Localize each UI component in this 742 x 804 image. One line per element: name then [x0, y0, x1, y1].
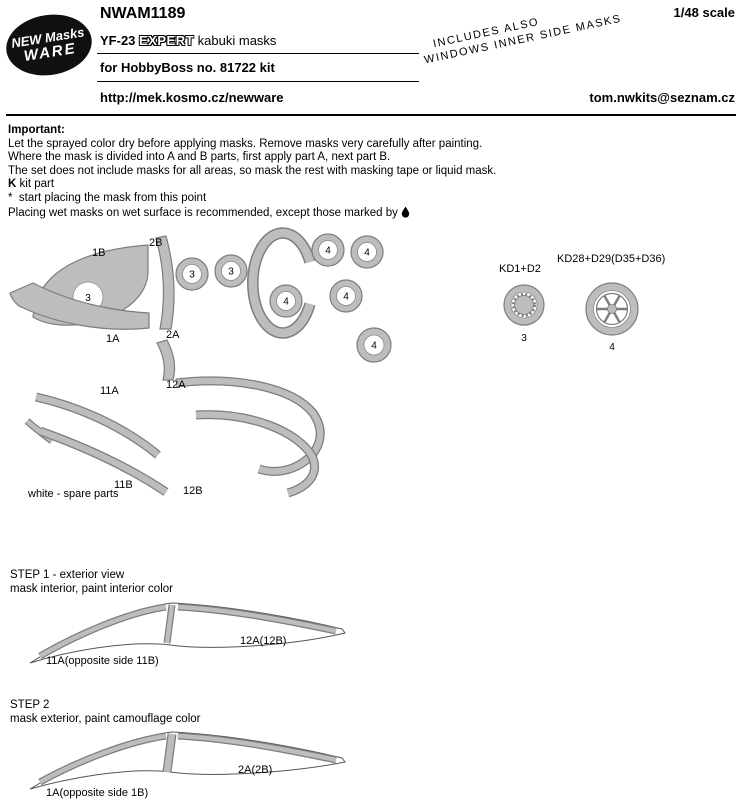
header-bottom-rule: [6, 114, 736, 116]
step2-label-right: 2A(2B): [238, 764, 272, 776]
wheel-small-graphic: [503, 284, 545, 326]
kit-text: kit part: [19, 178, 55, 191]
mask-circle-4: 4: [311, 233, 345, 267]
mask-circle-4: 4: [356, 327, 392, 363]
wheel-large-title: KD28+D29(D35+D36): [557, 253, 665, 265]
svg-text:4: 4: [283, 297, 289, 308]
label-2b: 2B: [149, 237, 162, 249]
svg-text:4: 4: [364, 248, 370, 259]
includes-note: INCLUDES ALSO WINDOWS INNER SIDE MASKS: [420, 0, 623, 67]
mask-strip-spare: [24, 418, 55, 444]
note-line-star: * start placing the mask from this point: [8, 192, 496, 206]
step1-subtitle: mask interior, paint interior color: [10, 583, 173, 595]
step1-title: STEP 1 - exterior view: [10, 569, 125, 581]
mask-strip-12b: 12B: [183, 410, 319, 498]
star-marker: *: [8, 191, 13, 204]
mask-shape-1a: 1A: [9, 282, 150, 345]
step1-label-right: 12A(12B): [240, 635, 286, 647]
contact-email: tom.nwkits@seznam.cz: [589, 90, 735, 105]
note-line-2: Where the mask is divided into A and B p…: [8, 151, 391, 164]
scale-label: 1/48 scale: [673, 5, 735, 20]
step2-subtitle: mask exterior, paint camouflage color: [10, 713, 201, 725]
mask-circle-4: 4: [329, 279, 363, 313]
mask-strip-12a: 12A: [166, 376, 325, 476]
mask-shape-2b: 2B: [149, 235, 175, 330]
header-divider-1: [97, 53, 419, 54]
step2-label-left: 1A(opposite side 1B): [46, 787, 148, 799]
svg-text:4: 4: [343, 292, 349, 303]
label-1a: 1A: [106, 333, 120, 345]
model-name: YF-23: [100, 33, 136, 48]
svg-text:3: 3: [228, 267, 234, 278]
note-line-3: The set does not include masks for all a…: [8, 164, 497, 177]
important-notes: Important: Let the sprayed color dry bef…: [8, 124, 496, 220]
mask-strip-11a: 11A: [35, 385, 161, 459]
label-11a: 11A: [100, 385, 119, 397]
mask-shape-2a: 2A: [156, 329, 180, 381]
mask-sheet-diagram: 3 1B 2B 3 3 4: [9, 227, 665, 500]
mask-circle-4: 4: [350, 235, 384, 269]
star-text: start placing the mask from this point: [18, 191, 207, 204]
wheel-small-number: 3: [521, 333, 527, 344]
label-11b: 11B: [114, 479, 133, 491]
note-line-wet: Placing wet masks on wet surface is reco…: [8, 206, 496, 221]
website-url[interactable]: http://mek.kosmo.cz/newware: [100, 90, 284, 105]
step2-diagram: 1A(opposite side 1B) 2A(2B): [29, 731, 346, 799]
expert-label: EXPERT: [139, 33, 195, 48]
water-drop-icon: [401, 206, 410, 218]
label-1b: 1B: [92, 247, 105, 259]
label-2a: 2A: [166, 329, 180, 341]
kit-subtitle: for HobbyBoss no. 81722 kit: [100, 60, 275, 75]
svg-text:4: 4: [371, 341, 377, 352]
mask-strip-11b: 11B: [38, 426, 169, 496]
note-line-kit: K kit part: [8, 178, 496, 192]
mask-shape-2a-path: [156, 339, 176, 381]
wheel-large-number: 4: [609, 342, 615, 353]
kit-title-rest: kabuki masks: [197, 33, 277, 48]
mask-ring-frame: [247, 227, 316, 339]
step1-label-left: 11A(opposite side 11B): [46, 655, 159, 667]
step1-diagram: 11A(opposite side 11B) 12A(12B): [29, 602, 346, 667]
mask-shape-1a-path: [9, 282, 150, 330]
svg-text:4: 4: [325, 246, 331, 257]
wheel-small-title: KD1+D2: [499, 263, 541, 275]
step2-title: STEP 2: [10, 699, 50, 711]
mask-circle-4: 4: [269, 284, 303, 318]
product-code: NWAM1189: [100, 5, 186, 22]
newware-logo: NEW Masks WARE: [1, 8, 97, 82]
svg-text:3: 3: [189, 270, 195, 281]
mask-circle-3: 3: [175, 257, 209, 291]
kit-marker: K: [8, 178, 17, 191]
mask-circle-3: 3: [214, 254, 248, 288]
label-12a: 12A: [166, 379, 186, 391]
wheel-mask-large: KD28+D29(D35+D36) 4: [557, 253, 665, 353]
wet-text: Placing wet masks on wet surface is reco…: [8, 206, 398, 219]
header-divider-2: [97, 81, 419, 82]
hole-number: 3: [85, 293, 91, 304]
important-heading: Important:: [8, 124, 65, 136]
label-12b: 12B: [183, 485, 203, 497]
note-line-1: Let the sprayed color dry before applyin…: [8, 137, 483, 150]
wheel-large-graphic: [585, 282, 639, 336]
mask-shape-2b-path: [155, 235, 175, 330]
kit-title: YF-23 EXPERT kabuki masks: [100, 33, 276, 48]
wheel-mask-small: KD1+D2 3: [499, 263, 545, 344]
spare-parts-note: white - spare parts: [27, 488, 119, 500]
